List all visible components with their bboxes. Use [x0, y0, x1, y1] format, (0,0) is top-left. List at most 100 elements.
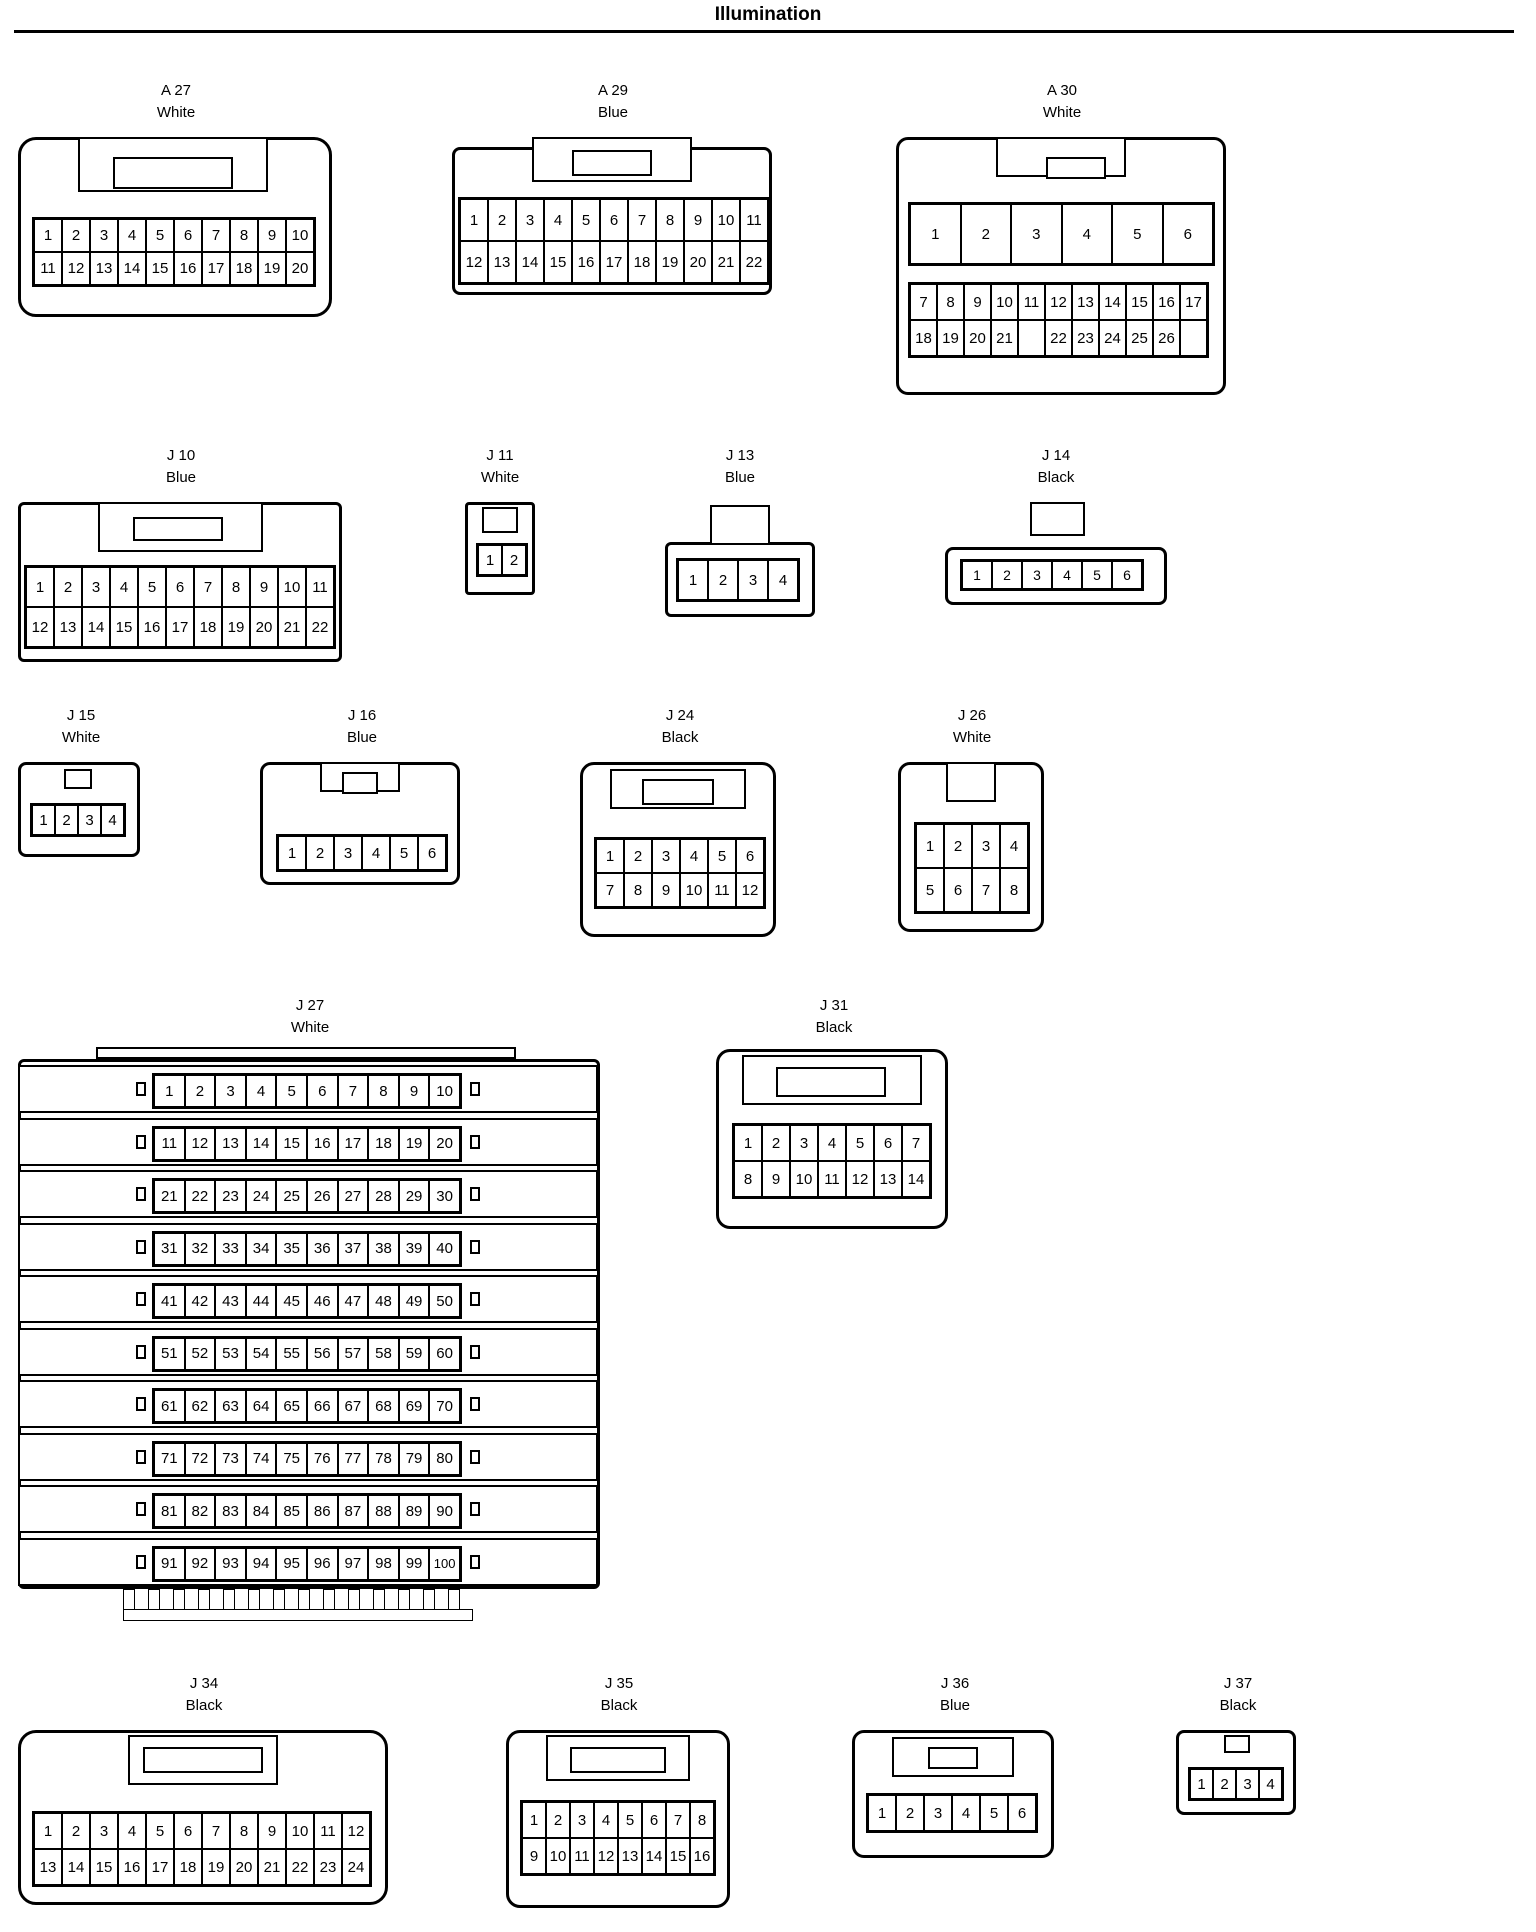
- pin-a29-13: 13: [488, 241, 516, 283]
- pin-j14-4: 4: [1052, 561, 1082, 589]
- pin-j10-10: 10: [278, 567, 306, 607]
- pin-j14-3: 3: [1022, 561, 1052, 589]
- pin-j15-4: 4: [101, 805, 124, 835]
- pin-j27-2: 2: [184, 1075, 216, 1107]
- pin-j31-14: 14: [902, 1161, 930, 1197]
- connector-label-j37: J 37: [1223, 1675, 1253, 1692]
- connector-color-a27: White: [156, 104, 196, 121]
- pin-j35-9: 9: [522, 1838, 546, 1874]
- pin-j27-1: 1: [154, 1075, 185, 1107]
- pin-a30-11: 11: [1018, 284, 1045, 320]
- pin-a29-2: 2: [488, 199, 516, 241]
- pin-a30-9: 9: [964, 284, 991, 320]
- pin-j27-32: 32: [184, 1232, 216, 1265]
- pin-j27-57: 57: [337, 1337, 369, 1370]
- pin-j31-1: 1: [734, 1125, 762, 1161]
- pin-j27-16: 16: [306, 1127, 338, 1160]
- pin-j34-17: 17: [146, 1849, 174, 1885]
- pin-j36-5: 5: [980, 1795, 1008, 1831]
- connector-color-j15: White: [61, 729, 101, 746]
- pin-j24-12: 12: [736, 873, 764, 907]
- pin-j16-4: 4: [362, 836, 390, 870]
- locking-tab-j26: [946, 762, 996, 802]
- pin-j34-1: 1: [34, 1813, 62, 1849]
- pin-j10-1: 1: [26, 567, 54, 607]
- retainer-right-j27: [470, 1292, 480, 1306]
- pin-j26-3: 3: [972, 824, 1000, 868]
- retainer-right-j27: [470, 1082, 480, 1096]
- pin-a30-15: 15: [1126, 284, 1153, 320]
- pin-j24-9: 9: [652, 873, 680, 907]
- pin-j34-12: 12: [342, 1813, 370, 1849]
- pin-a30-large-4: 4: [1061, 204, 1112, 264]
- pin-j27-8: 8: [368, 1075, 399, 1107]
- pin-j27-61: 61: [154, 1390, 185, 1422]
- locking-tab-j14: [1030, 502, 1085, 536]
- pin-j26-2: 2: [944, 824, 972, 868]
- pin-j31-11: 11: [818, 1161, 846, 1197]
- pin-a29-21: 21: [712, 241, 740, 283]
- latch-window-j10: [133, 517, 223, 541]
- retainer-left-j27: [136, 1344, 146, 1359]
- pin-j27-54: 54: [245, 1337, 277, 1370]
- pin-j24-6: 6: [736, 839, 764, 873]
- latch-window-j15: [64, 769, 92, 789]
- pin-j27-18: 18: [368, 1127, 399, 1160]
- pin-j34-6: 6: [174, 1813, 202, 1849]
- connector-label-j15: J 15: [66, 707, 96, 724]
- pin-j27-4: 4: [245, 1075, 277, 1107]
- pin-a27-8: 8: [230, 219, 258, 252]
- pin-j27-99: 99: [398, 1547, 430, 1580]
- pin-j27-29: 29: [398, 1180, 430, 1212]
- pin-j34-7: 7: [202, 1813, 230, 1849]
- connector-label-j14: J 14: [1041, 447, 1071, 464]
- pin-j27-73: 73: [215, 1442, 246, 1475]
- retainer-left-j27: [136, 1187, 146, 1201]
- latch-window-j36: [928, 1747, 978, 1769]
- latch-window-j16: [342, 772, 378, 794]
- pin-j24-2: 2: [624, 839, 652, 873]
- pin-a27-17: 17: [202, 252, 230, 285]
- connector-label-j13: J 13: [725, 447, 755, 464]
- pin-j27-44: 44: [245, 1285, 277, 1317]
- pin-a30-large-6: 6: [1162, 204, 1213, 264]
- pin-j34-18: 18: [174, 1849, 202, 1885]
- latch-window-j24: [642, 779, 714, 805]
- pin-j27-41: 41: [154, 1285, 185, 1317]
- pin-j11-1: 1: [478, 545, 502, 575]
- pin-j24-5: 5: [708, 839, 736, 873]
- pin-a29-3: 3: [516, 199, 544, 241]
- pin-j27-96: 96: [306, 1547, 338, 1580]
- pin-a29-15: 15: [544, 241, 572, 283]
- pin-j10-3: 3: [82, 567, 110, 607]
- pin-j34-20: 20: [230, 1849, 258, 1885]
- pin-a29-22: 22: [740, 241, 768, 283]
- pin-j31-5: 5: [846, 1125, 874, 1161]
- pin-j24-10: 10: [680, 873, 708, 907]
- pin-a30-10: 10: [991, 284, 1018, 320]
- latch-window-j34: [143, 1747, 263, 1773]
- pin-j16-6: 6: [418, 836, 446, 870]
- retainer-right-j27: [470, 1187, 480, 1201]
- retainer-left-j27: [136, 1292, 146, 1306]
- pin-j27-55: 55: [276, 1337, 307, 1370]
- pin-a30-7: 7: [910, 284, 937, 320]
- pin-j27-35: 35: [276, 1232, 307, 1265]
- pin-j27-14: 14: [245, 1127, 277, 1160]
- pin-j27-33: 33: [215, 1232, 246, 1265]
- latch-window-a29: [572, 150, 652, 176]
